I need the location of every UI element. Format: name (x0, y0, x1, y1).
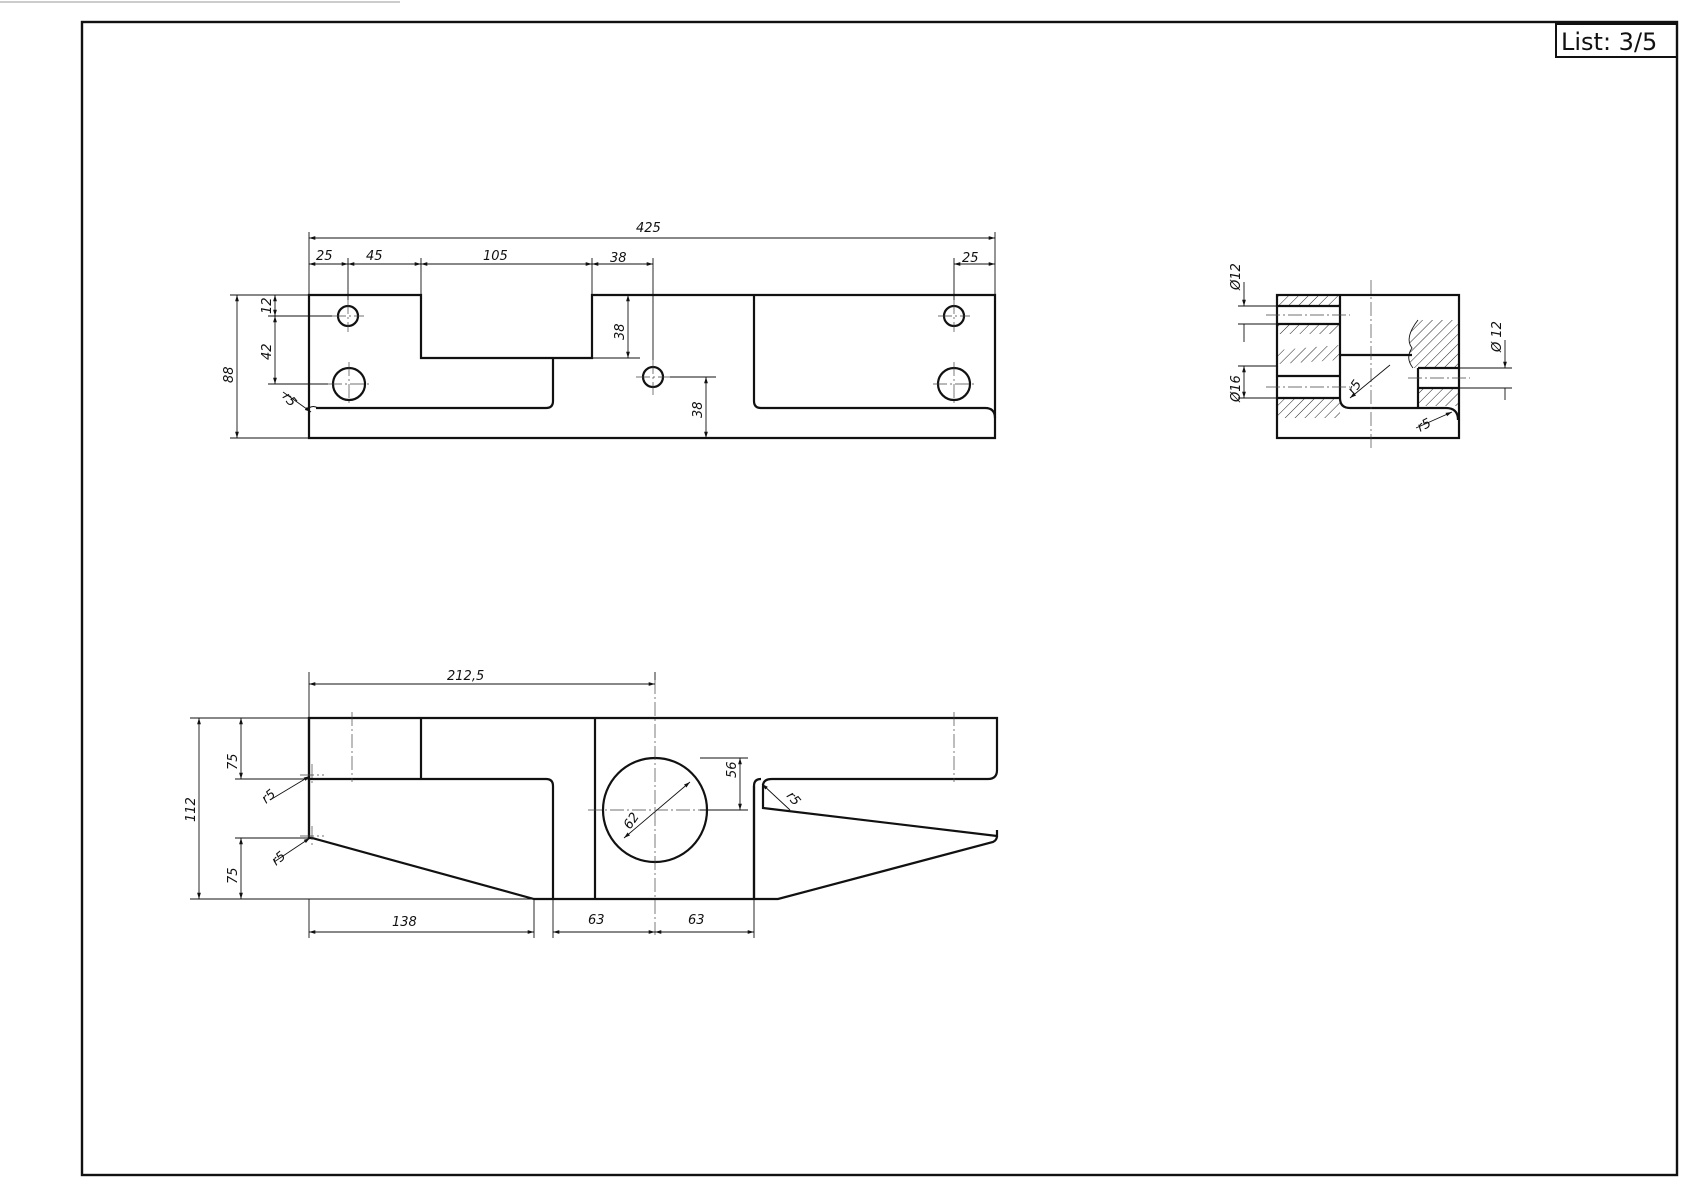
hatch-bottom-left (1278, 398, 1340, 418)
dim-right-offset: 25 (962, 251, 979, 266)
dim-bottom-left: 138 (392, 915, 417, 930)
dim-radius-upper-left: r5 (259, 787, 279, 807)
dim-left-offset: 25 (316, 249, 333, 264)
section-centerlines (1266, 280, 1470, 448)
dim-upper-hole-y: 12 (260, 297, 275, 314)
dim-right-bore: Ø 12 (1490, 321, 1505, 353)
hatch-right-block (1408, 320, 1458, 368)
section-dimension-lines (1238, 282, 1512, 429)
dim-lower-hole-y: 42 (260, 343, 275, 360)
dim-radius-lower-left: r5 (269, 849, 289, 869)
hatch-right-lower (1418, 388, 1458, 406)
drawing-frame (80, 20, 1679, 1177)
dim-overall-height: 112 (184, 797, 199, 822)
dim-circle-height: 56 (725, 761, 740, 778)
top-view: 425 25 45 105 38 25 88 12 42 38 38 r5 (222, 221, 997, 440)
dim-bottom-center-left: 63 (588, 913, 605, 928)
front-view: 212,5 112 75 75 138 63 63 56 62 r5 r5 r5 (184, 669, 999, 938)
top-view-dimension-lines (235, 236, 995, 438)
dim-upper-bore: Ø12 (1229, 263, 1244, 291)
dim-slot-depth: 38 (613, 323, 628, 340)
hatch-band-left (1278, 345, 1340, 364)
dim-lower-height: 75 (226, 867, 241, 884)
top-view-centerlines (328, 300, 975, 406)
dim-slot-width: 105 (483, 249, 508, 264)
dim-corner-radius: r5 (279, 390, 299, 410)
top-view-inner-edge-right (752, 295, 997, 419)
dim-slot-gap: 38 (610, 251, 627, 266)
dim-half-length: 212,5 (447, 669, 484, 684)
top-view-extension-lines (230, 232, 996, 439)
section-edges (1278, 295, 1460, 421)
front-view-outline (307, 716, 999, 901)
front-view-right-step (752, 777, 762, 899)
dim-hole-spacing: 45 (366, 249, 383, 264)
hatch-mid-left (1278, 324, 1340, 334)
dim-lower-bore: Ø16 (1229, 375, 1244, 403)
top-view-inner-edge-left (316, 358, 555, 410)
dim-height: 88 (222, 366, 237, 383)
dim-circle-diameter: 62 (621, 810, 643, 832)
top-view-corner-arc (308, 406, 319, 409)
dim-left-height: 75 (226, 753, 241, 770)
dim-center-hole-height: 38 (691, 401, 706, 418)
side-section-view: Ø12 Ø16 Ø 12 r5 r5 (1229, 263, 1512, 448)
front-view-dimension-lines (197, 682, 791, 934)
section-outline (1275, 293, 1461, 440)
dim-overall-length: 425 (636, 221, 661, 236)
dim-corner-radius-section: r5 (1415, 416, 1434, 436)
front-view-inner-left (309, 777, 555, 899)
sheet-number-label: List: 3/5 (1561, 28, 1657, 56)
dim-bottom-center-right: 63 (688, 913, 705, 928)
hatch-top-left (1278, 296, 1340, 306)
sheet-number-box: List: 3/5 (1555, 23, 1678, 58)
dim-inner-radius: r5 (1345, 378, 1365, 398)
